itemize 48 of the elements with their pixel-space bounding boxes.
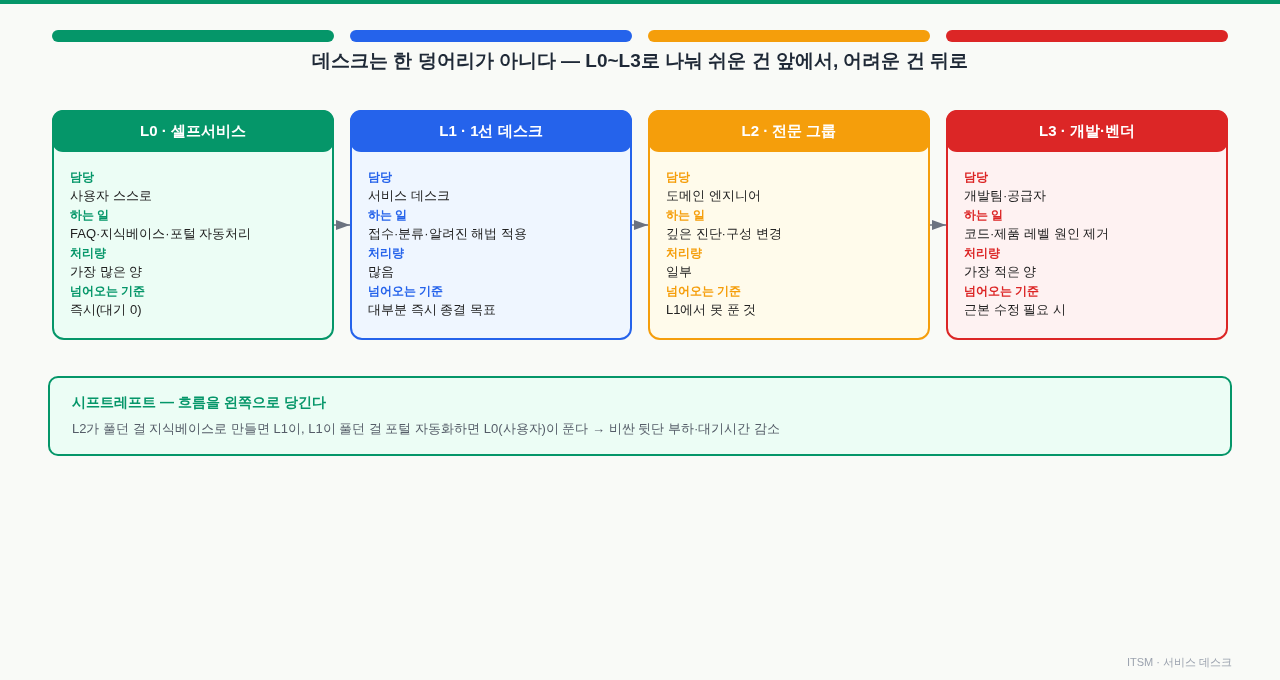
- field-value: 서비스 데스크: [368, 187, 450, 205]
- field-value: 사용자 스스로: [70, 187, 152, 205]
- field-label: 하는 일: [666, 207, 706, 224]
- field-label: 하는 일: [70, 207, 110, 224]
- field-label: 담당: [666, 169, 690, 186]
- field-value: 근본 수정 필요 시: [964, 301, 1066, 319]
- field-value: 접수·분류·알려진 해법 적용: [368, 225, 527, 243]
- field-label: 처리량: [70, 245, 106, 262]
- note-text: L2가 풀던 걸 지식베이스로 만들면 L1이, L1이 풀던 걸 포털 자동화하면 L0(사용자)이 푼다 → 비싼 뒷단 부하·대기시간 감소: [72, 421, 780, 436]
- field-label: 넘어오는 기준: [70, 283, 146, 300]
- field-label: 넘어오는 기준: [964, 283, 1040, 300]
- arrow: [929, 220, 947, 230]
- field-label: 담당: [70, 169, 94, 186]
- field-label: 하는 일: [964, 207, 1004, 224]
- field-label: 하는 일: [368, 207, 408, 224]
- field-label: 처리량: [368, 245, 404, 262]
- field-value: L1에서 못 푼 것: [666, 301, 757, 319]
- field-value: 많음: [368, 263, 394, 281]
- field-value: 가장 적은 양: [964, 263, 1037, 281]
- field-value: 깊은 진단·구성 변경: [666, 225, 782, 243]
- field-value: 즉시(대기 0): [70, 301, 142, 319]
- field-label: 담당: [964, 169, 988, 186]
- field-value: FAQ·지식베이스·포털 자동처리: [70, 225, 252, 243]
- field-label: 넘어오는 기준: [368, 283, 444, 300]
- card-header: L2 · 전문 그룹: [648, 110, 930, 152]
- field-label: 처리량: [964, 245, 1000, 262]
- card-header: L3 · 개발·벤더: [946, 110, 1228, 152]
- note-box: [48, 376, 1232, 456]
- field-value: 일부: [666, 263, 692, 281]
- tier-card: [648, 110, 930, 340]
- tier-card: [350, 110, 632, 340]
- field-value: 도메인 엔지니어: [666, 187, 761, 205]
- tier-card: [52, 110, 334, 340]
- note-title: 시프트레프트 — 흐름을 왼쪽으로 당긴다: [72, 394, 326, 410]
- card-header: L0 · 셀프서비스: [52, 110, 334, 152]
- arrow: [333, 220, 351, 230]
- field-value: 코드·제품 레벨 원인 제거: [964, 225, 1110, 243]
- field-value: 개발팀·공급자: [964, 187, 1047, 205]
- field-value: 대부분 즉시 종결 목표: [368, 301, 496, 319]
- tier-card: [946, 110, 1228, 340]
- field-label: 담당: [368, 169, 392, 186]
- field-label: 넘어오는 기준: [666, 283, 742, 300]
- arrow: [631, 220, 649, 230]
- field-label: 처리량: [666, 245, 702, 262]
- page-title: 데스크는 한 덩어리가 아니다 — L0~L3로 나눠 쉬운 건 앞에서, 어려운 건 뒤로: [311, 49, 969, 73]
- footer-note: ITSM · 서비스 데스크: [1126, 655, 1232, 670]
- card-header: L1 · 1선 데스크: [350, 110, 632, 152]
- field-value: 가장 많은 양: [70, 263, 143, 281]
